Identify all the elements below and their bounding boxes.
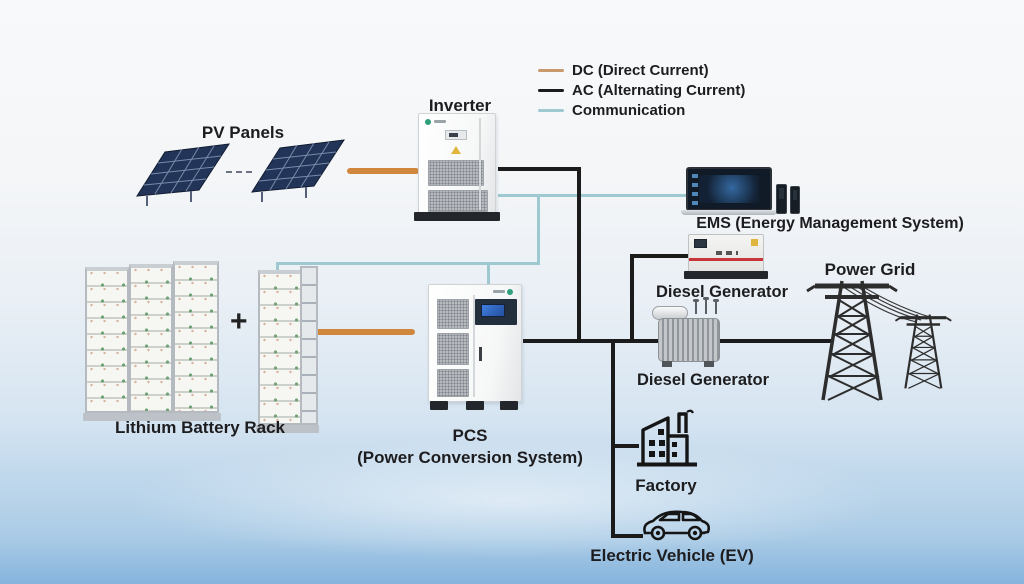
legend-item-ac: AC (Alternating Current) — [538, 80, 745, 100]
ems-controller-icon — [790, 186, 800, 214]
inverter-vent — [428, 190, 488, 212]
legend: DC (Direct Current) AC (Alternating Curr… — [538, 60, 745, 120]
battery-rack-label: Lithium Battery Rack — [114, 418, 286, 437]
pcs-sublabel: (Power Conversion System) — [357, 448, 583, 467]
pcs-door-handle — [479, 347, 482, 361]
diesel-generator-label: Diesel Generator — [655, 283, 789, 301]
ems-laptop-base — [681, 210, 777, 215]
battery-rack-icon — [171, 261, 221, 421]
ems-label: EMS (Energy Management System) — [696, 215, 964, 232]
transformer-foot — [704, 361, 714, 367]
comm-line-inverter-ems — [498, 194, 686, 197]
warning-icon — [451, 146, 461, 154]
ac-line-factory-branch — [611, 444, 639, 448]
transformer-bushing — [693, 299, 699, 314]
legend-item-dc: DC (Direct Current) — [538, 60, 745, 80]
ems-laptop-icon — [686, 167, 772, 211]
comm-line-drop — [537, 194, 540, 265]
genset-vents — [716, 251, 738, 255]
pv-panels-label: PV Panels — [201, 123, 285, 142]
legend-item-comm: Communication — [538, 100, 745, 120]
cloud-background — [120, 440, 900, 560]
genset-panel — [694, 239, 707, 248]
pcs-display — [481, 304, 505, 317]
ac-line-inverter-down — [577, 167, 581, 343]
inverter-door-seam — [479, 118, 481, 210]
battery-rack-frame — [299, 266, 319, 433]
plus-sign: + — [230, 305, 248, 338]
diesel-generator-icon — [688, 234, 764, 272]
power-grid-icon — [806, 280, 953, 401]
ems-dashboard-screen — [699, 174, 759, 203]
brand-logo-icon — [425, 119, 431, 125]
ev-label: Electric Vehicle (EV) — [590, 546, 754, 565]
pcs-foot — [430, 401, 448, 410]
brand-logo-text — [434, 120, 446, 123]
pcs-door-seam — [473, 295, 475, 397]
pcs-vent — [437, 369, 469, 397]
ems-screen-icons — [692, 174, 698, 206]
pcs-label: PCS — [452, 426, 488, 445]
brand-logo-icon — [507, 289, 513, 295]
ac-line-ev-branch — [611, 534, 643, 538]
ac-line-genset-branch — [630, 254, 690, 258]
solar-panel-icon — [251, 139, 346, 202]
inverter-icon — [418, 113, 496, 214]
inverter-vent — [428, 160, 484, 186]
ac-line-genset-down — [630, 254, 634, 343]
pcs-vent — [437, 333, 469, 365]
battery-rack-icon — [127, 264, 175, 421]
transformer-label: Diesel Generator — [636, 371, 770, 389]
comm-line-battery-drop — [276, 262, 279, 276]
brand-logo-text — [493, 290, 505, 293]
pcs-icon — [428, 284, 522, 402]
dc-line-battery-pcs — [300, 329, 415, 335]
factory-label: Factory — [635, 476, 697, 495]
comm-line-battery-bus — [276, 262, 540, 265]
power-grid-label: Power Grid — [824, 260, 916, 279]
ems-controller-icon — [776, 184, 787, 214]
dc-line-icon — [538, 68, 564, 72]
legend-label-dc: DC (Direct Current) — [572, 61, 709, 79]
ac-line-icon — [538, 88, 564, 92]
dc-line-pv-inverter — [347, 168, 419, 174]
transformer-icon — [658, 318, 720, 362]
solar-panel-icon — [136, 143, 231, 206]
pcs-foot — [500, 401, 518, 410]
battery-rack-icon — [256, 270, 304, 433]
pcs-foot — [466, 401, 484, 410]
transformer-foot — [662, 361, 672, 367]
transformer-bushing — [713, 299, 719, 314]
transformer-bushing — [703, 297, 709, 314]
inverter-base — [414, 212, 500, 221]
comm-line-icon — [538, 108, 564, 112]
ev-car-icon — [643, 510, 711, 541]
warning-icon — [751, 239, 758, 246]
inverter-display — [445, 130, 467, 140]
genset-stripe — [689, 258, 763, 261]
legend-label-comm: Communication — [572, 101, 686, 119]
inverter-label: Inverter — [428, 96, 492, 115]
comm-line-pcs-drop — [487, 262, 490, 286]
pcs-vent — [437, 299, 469, 329]
battery-rack-icon — [83, 267, 131, 421]
ac-line-inverter-out — [498, 167, 581, 171]
legend-label-ac: AC (Alternating Current) — [572, 81, 746, 99]
pv-string-dots — [226, 171, 252, 173]
genset-base — [684, 271, 768, 279]
factory-icon — [637, 409, 697, 467]
ac-line-loads-down — [611, 339, 615, 538]
